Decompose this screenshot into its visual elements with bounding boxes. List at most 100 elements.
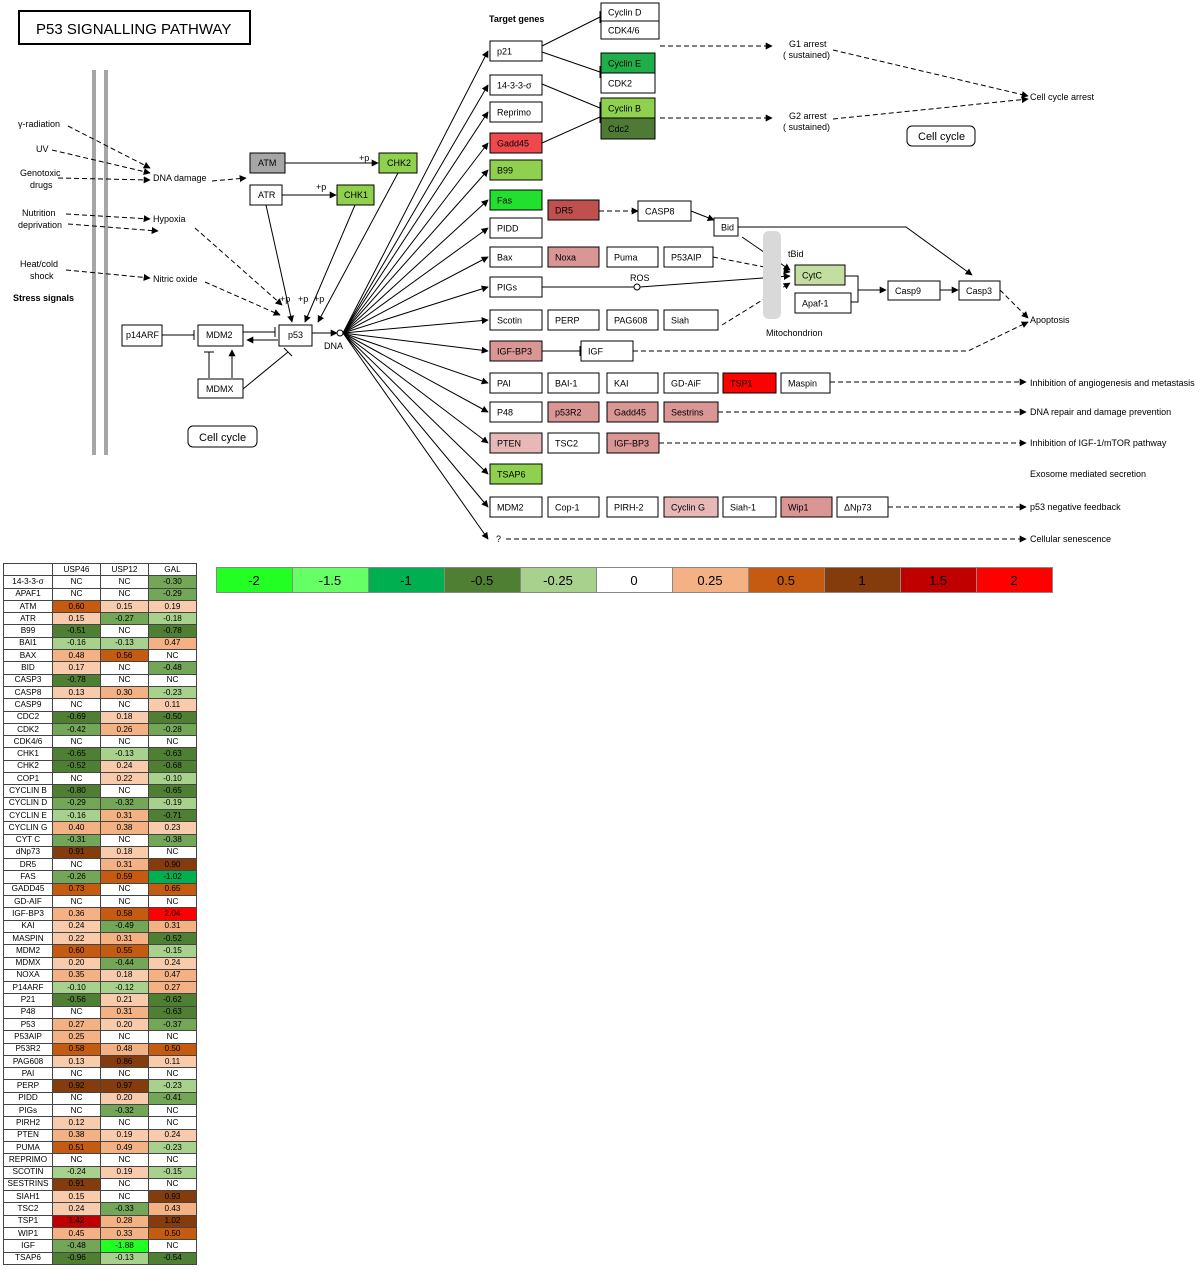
gene-node-reprimo[interactable]: Reprimo [489, 101, 543, 123]
value-cell: 0.92 [52, 1079, 101, 1093]
gene-node-cdk2[interactable]: CDK2 [600, 72, 656, 94]
gene-name-cell: BAI1 [3, 636, 53, 651]
chk2-node[interactable]: CHK2 [378, 152, 418, 174]
gene-node-siah[interactable]: Siah [663, 309, 719, 331]
mdmx-node[interactable]: MDMX [197, 378, 244, 399]
gene-node-apaf1[interactable]: Apaf-1 [794, 292, 852, 314]
gene-node-cyclinD[interactable]: Cyclin D [600, 2, 660, 22]
gene-node-p21[interactable]: p21 [489, 40, 543, 62]
svg-text:0: 0 [630, 573, 637, 588]
gene-node-pirh2[interactable]: PIRH-2 [606, 496, 659, 518]
svg-text:ATR: ATR [258, 190, 276, 200]
gene-node-siah1[interactable]: Siah-1 [722, 496, 777, 518]
gene-name-cell: PIGs [3, 1104, 53, 1118]
gene-node-cyclinG[interactable]: Cyclin G [663, 496, 719, 518]
gene-node-mdm2t[interactable]: MDM2 [489, 496, 543, 518]
value-cell: NC [52, 858, 101, 872]
p53-node[interactable]: p53 [278, 324, 313, 347]
gene-node-gadd45b[interactable]: Gadd45 [606, 401, 659, 423]
gene-node-label: P48 [497, 408, 513, 418]
gene-node-noxa[interactable]: Noxa [547, 246, 600, 268]
value-cell: 0.24 [100, 759, 149, 774]
legend-bin: 1.5 [900, 567, 977, 593]
gene-node-label: PAI [497, 379, 511, 389]
gene-node-gadd45a[interactable]: Gadd45 [489, 132, 543, 154]
gene-node-pag608[interactable]: PAG608 [606, 309, 659, 331]
svg-text:Cell cycle: Cell cycle [918, 131, 965, 143]
gene-node-label: Bid [721, 223, 734, 233]
gene-node-b99[interactable]: B99 [489, 159, 543, 181]
gene-node-pai[interactable]: PAI [489, 372, 543, 394]
gene-node-casp8[interactable]: CASP8 [637, 200, 692, 222]
value-cell: 0.24 [148, 1128, 197, 1142]
gene-node-p53aip[interactable]: P53AIP [663, 246, 714, 268]
gene-node-gdaif[interactable]: GD-AiF [663, 372, 719, 394]
gene-node-box [606, 309, 659, 331]
gene-node-igfbp3a[interactable]: IGF-BP3 [489, 340, 543, 362]
gene-node-tsp1[interactable]: TSP1 [722, 372, 777, 394]
value-cell: NC [100, 624, 149, 638]
gene-node-cop1[interactable]: Cop-1 [547, 496, 600, 518]
value-cell: NC [148, 1116, 197, 1130]
gene-node-igfbp3b[interactable]: IGF-BP3 [606, 432, 660, 454]
value-cell: 1.42 [52, 1214, 101, 1229]
value-cell: NC [52, 1067, 101, 1081]
value-cell: -0.52 [148, 931, 197, 946]
gene-name-cell: ATM [3, 599, 53, 614]
gene-node-cytc[interactable]: CytC [794, 264, 846, 286]
gene-node-bid[interactable]: Bid [713, 217, 739, 237]
gene-node-sestrins[interactable]: Sestrins [663, 401, 719, 423]
gene-node-s1433[interactable]: 14-3-3-σ [489, 74, 543, 96]
p14arf-node[interactable]: p14ARF [121, 324, 163, 347]
gene-node-kai[interactable]: KAI [606, 372, 659, 394]
table-row: TSAP6-0.96-0.13-0.54 [3, 1251, 197, 1265]
mdm2-node[interactable]: MDM2 [197, 324, 244, 347]
gene-node-dnp73[interactable]: ΔNp73 [836, 496, 889, 518]
gene-node-bai1[interactable]: BAI-1 [547, 372, 600, 394]
gene-node-tsap6[interactable]: TSAP6 [489, 463, 543, 485]
gene-node-p53r2[interactable]: p53R2 [547, 401, 600, 423]
gene-node-igf[interactable]: IGF [580, 340, 634, 362]
gene-node-tsc2[interactable]: TSC2 [547, 432, 600, 454]
gene-node-bax[interactable]: Bax [489, 246, 543, 268]
atr-node[interactable]: ATR [249, 184, 283, 206]
gene-node-label: B99 [497, 166, 513, 176]
value-cell: -0.29 [52, 796, 101, 810]
gene-node-p48[interactable]: P48 [489, 401, 543, 423]
value-cell: 0.43 [148, 1202, 197, 1216]
gene-node-perp[interactable]: PERP [547, 309, 600, 331]
gene-node-box [489, 159, 543, 181]
gene-name-cell: CASP3 [3, 673, 53, 687]
value-cell: -0.63 [148, 1005, 197, 1019]
gene-node-pigs[interactable]: PIGs [489, 276, 543, 298]
gene-node-cdc2[interactable]: Cdc2 [600, 117, 656, 140]
gene-node-casp9[interactable]: Casp9 [887, 280, 941, 301]
gene-node-cdk46[interactable]: CDK4/6 [600, 20, 660, 40]
gene-node-cyclinB[interactable]: Cyclin B [600, 97, 656, 119]
value-cell: 0.49 [100, 1140, 149, 1155]
chk1-node[interactable]: CHK1 [336, 184, 375, 206]
gene-node-maspin[interactable]: Maspin [780, 372, 831, 394]
gene-node-puma[interactable]: Puma [606, 246, 659, 268]
value-cell: NC [148, 1239, 197, 1253]
gene-node-box [722, 496, 777, 518]
gene-node-fas[interactable]: Fas [489, 189, 543, 211]
gene-node-pidd[interactable]: PIDD [489, 217, 543, 239]
value-cell: NC [100, 1067, 149, 1081]
value-cell: -0.68 [148, 759, 197, 774]
gene-node-dr5[interactable]: DR5 [547, 199, 600, 221]
gene-node-box [606, 401, 659, 423]
value-cell: -1.02 [148, 870, 197, 884]
gene-node-pten[interactable]: PTEN [489, 432, 543, 454]
gene-node-cyclinE[interactable]: Cyclin E [600, 52, 656, 74]
gene-node-scotin[interactable]: Scotin [489, 309, 543, 331]
atm-node[interactable]: ATM [249, 152, 286, 174]
gene-node-box [606, 372, 659, 394]
gene-node-casp3[interactable]: Casp3 [958, 280, 1001, 301]
gene-node-wip1[interactable]: Wip1 [780, 496, 833, 518]
